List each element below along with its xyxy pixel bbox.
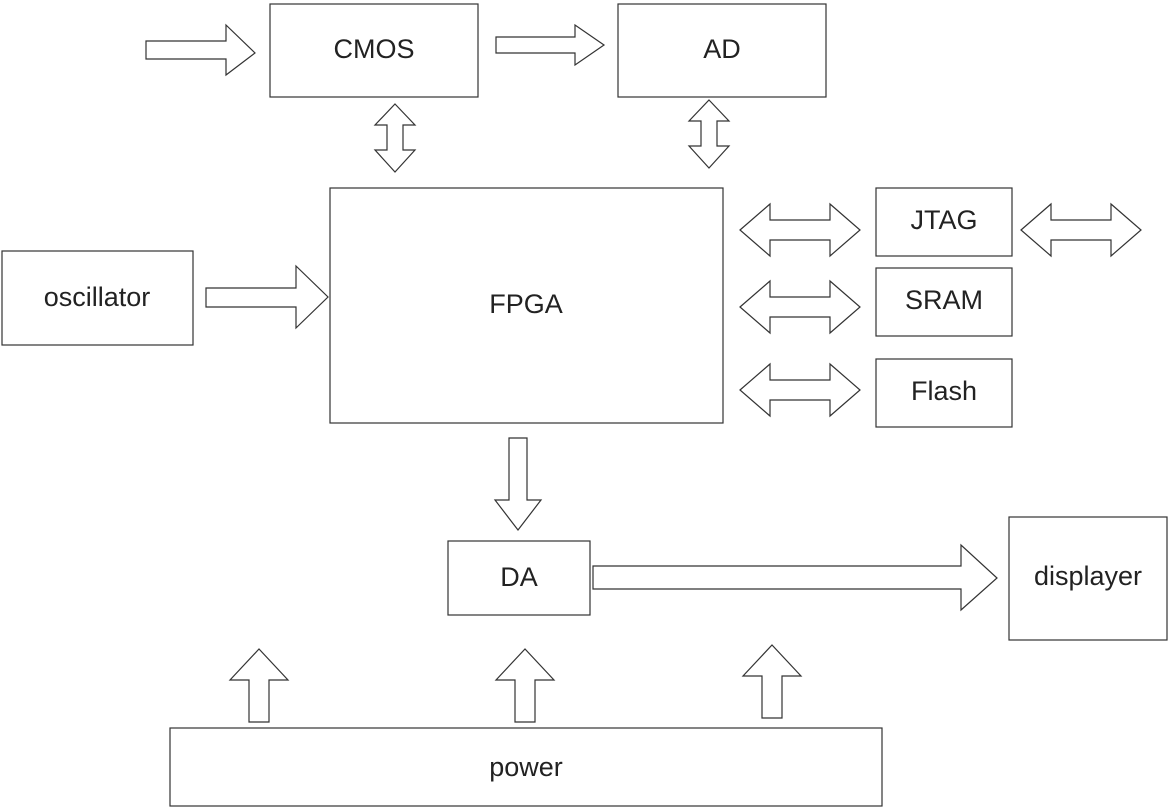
oscillator-label: oscillator — [44, 282, 151, 312]
power-to-da-arrow — [494, 648, 556, 723]
jtag-block: JTAG — [875, 187, 1013, 257]
da-label: DA — [500, 562, 538, 592]
ad-fpga-double-arrow — [687, 99, 731, 169]
fpga-to-da-arrow — [493, 437, 543, 531]
jtag-external-double-arrow — [1020, 202, 1142, 258]
oscillator-to-fpga-arrow — [205, 264, 329, 330]
fpga-flash-double-arrow — [739, 362, 861, 418]
oscillator-block: oscillator — [1, 250, 194, 346]
fpga-label: FPGA — [489, 289, 563, 319]
displayer-block: displayer — [1008, 516, 1168, 641]
sram-label: SRAM — [905, 285, 983, 315]
ad-block: AD — [617, 3, 827, 98]
ad-label: AD — [703, 34, 741, 64]
power-label: power — [489, 752, 563, 782]
da-block: DA — [447, 540, 591, 616]
power-up-arrow-right — [741, 644, 803, 719]
cmos-block: CMOS — [269, 3, 479, 98]
flash-label: Flash — [911, 376, 977, 406]
jtag-label: JTAG — [911, 205, 978, 235]
displayer-label: displayer — [1034, 561, 1142, 591]
sram-block: SRAM — [875, 267, 1013, 337]
cmos-to-ad-arrow — [495, 23, 606, 67]
da-to-displayer-arrow — [592, 543, 998, 612]
fpga-block: FPGA — [329, 187, 724, 424]
flash-block: Flash — [875, 358, 1013, 428]
cmos-fpga-double-arrow — [373, 103, 417, 173]
cmos-label: CMOS — [334, 34, 415, 64]
input-to-cmos-arrow — [145, 23, 256, 77]
power-block: power — [169, 727, 883, 807]
power-up-arrow-left — [228, 648, 290, 723]
fpga-jtag-double-arrow — [739, 202, 861, 258]
fpga-sram-double-arrow — [739, 279, 861, 335]
